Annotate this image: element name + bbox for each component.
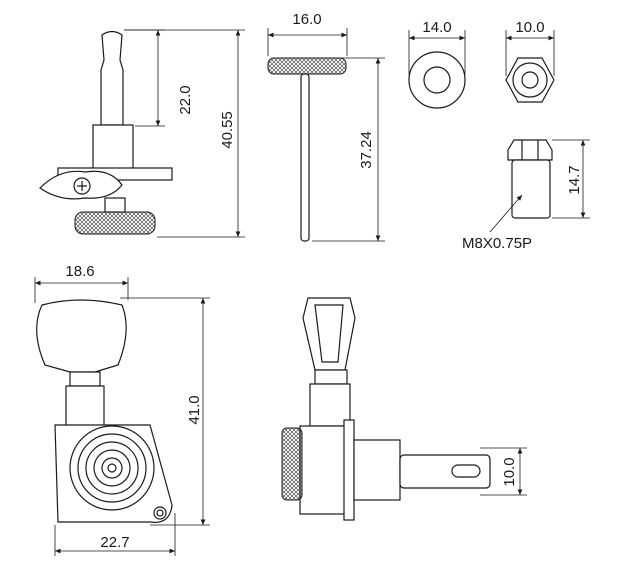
hex-nut-part: 10.0 — [505, 19, 555, 103]
bushing-part: 14.7 M8X0.75P — [462, 139, 590, 252]
pin-part: 16.0 37.24 — [267, 11, 385, 242]
thread-spec-label: M8X0.75P — [462, 235, 532, 252]
tuner-side-view-2: 10.0 — [281, 297, 527, 521]
dim-label-washer-diameter: 14.0 — [422, 19, 451, 36]
dim-label-nut-width: 10.0 — [515, 19, 544, 36]
tuner-side-view — [39, 30, 173, 235]
tuner-front-view: 18.6 41.0 22.7 — [34, 263, 210, 556]
dimension-post-height: 22.0 — [124, 29, 194, 127]
dim-label-housing-width: 22.7 — [100, 534, 129, 551]
dim-label-overall-height-top: 40.55 — [219, 111, 236, 149]
dim-label-bushing-height: 14.7 — [566, 165, 583, 194]
washer-part: 14.0 — [408, 19, 466, 109]
dim-label-post-diameter: 10.0 — [501, 457, 518, 486]
dim-label-pin-length: 37.24 — [358, 131, 375, 169]
dim-label-post-height: 22.0 — [177, 85, 194, 114]
dim-label-button-width: 18.6 — [65, 263, 94, 280]
dim-label-pin-head-width: 16.0 — [292, 11, 321, 28]
dimension-overall-height-top: 40.55 — [124, 29, 245, 238]
dim-label-overall-height-bottom: 41.0 — [186, 395, 203, 424]
